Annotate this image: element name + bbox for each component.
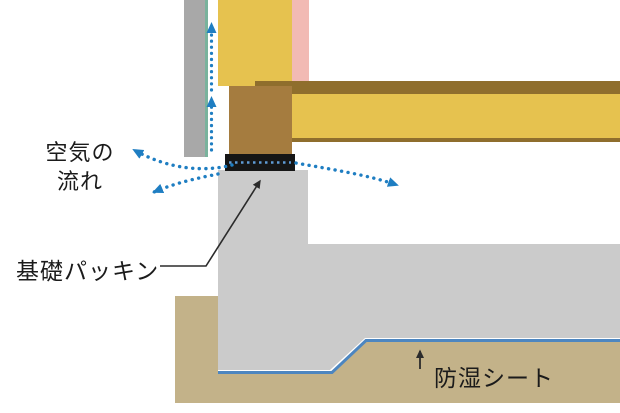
airflow-left-up-arrow xyxy=(132,148,234,171)
floor-insulation xyxy=(292,94,620,138)
airflow-left-down-arrow xyxy=(152,172,220,194)
airflow-label-line2: 流れ xyxy=(56,169,103,194)
foundation-packing-label: 基礎パッキン xyxy=(16,258,160,284)
siding-panel xyxy=(184,0,205,157)
moisture-sheet-line xyxy=(218,339,620,374)
interior-board xyxy=(292,0,309,81)
airflow-right-arrow xyxy=(294,161,399,187)
packing-pointer-line xyxy=(160,179,261,267)
floor-top-board xyxy=(255,81,620,94)
airflow-label: 空気の 流れ xyxy=(22,138,138,196)
wall-insulation xyxy=(218,0,292,86)
floor-bottom-line xyxy=(292,138,620,142)
breathable-membrane-line xyxy=(205,0,208,157)
airflow-label-line1: 空気の xyxy=(45,140,115,165)
soil-ground xyxy=(175,296,620,403)
concrete-foundation xyxy=(218,170,620,370)
moisture-sheet-label: 防湿シート xyxy=(434,365,554,391)
sill-beam xyxy=(229,86,292,154)
